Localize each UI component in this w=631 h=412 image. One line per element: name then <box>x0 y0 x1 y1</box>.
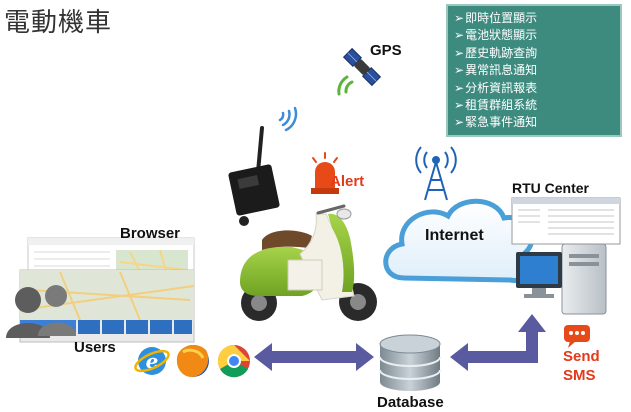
gps-label: GPS <box>370 42 402 59</box>
alert-label: Alert <box>330 173 365 190</box>
feature-item: ➢分析資訊報表 <box>454 80 538 95</box>
browser-label: Browser <box>120 225 181 242</box>
db-rtu-arrow <box>450 314 546 371</box>
feature-item: ➢異常訊息通知 <box>454 63 538 78</box>
users-label: Users <box>74 339 116 356</box>
sms-label: SMS <box>563 367 596 384</box>
page-title: 電動機車 <box>4 8 113 38</box>
database-label: Database <box>377 394 444 411</box>
cell-tower-icon <box>415 146 457 201</box>
scooter-image <box>240 204 377 321</box>
rtu-center-label: RTU Center <box>512 180 590 196</box>
browser-screenshot-front <box>19 269 195 343</box>
chrome-icon <box>217 344 250 378</box>
users-icon <box>6 285 76 338</box>
internet-explorer-icon: e <box>134 347 170 375</box>
browser-db-arrow <box>254 343 374 371</box>
send-label: Send <box>563 348 600 365</box>
feature-item: ➢歷史軌跡查詢 <box>454 45 538 60</box>
rtu-device-icon <box>228 126 280 226</box>
gps-signal-icon <box>337 75 354 96</box>
internet-label: Internet <box>425 227 484 244</box>
server-computer-icon <box>516 243 607 315</box>
alert-siren-icon <box>311 152 339 194</box>
firefox-icon <box>176 344 209 377</box>
feature-item: ➢緊急事件通知 <box>454 115 538 130</box>
gps-satellite-icon <box>342 47 382 87</box>
feature-item: ➢電池狀態顯示 <box>454 28 538 43</box>
device-wifi-icon <box>278 106 298 132</box>
database-icon <box>379 334 441 391</box>
feature-item: ➢即時位置顯示 <box>454 11 538 25</box>
feature-list: ➢即時位置顯示 ➢電池狀態顯示 ➢歷史軌跡查詢 ➢異常訊息通知 ➢分析資訊報表 … <box>454 10 614 132</box>
rtu-center-screen <box>511 197 621 245</box>
feature-item: ➢租賃群組系統 <box>454 98 538 113</box>
sms-icon <box>564 325 590 348</box>
feature-list-box: ➢即時位置顯示 ➢電池狀態顯示 ➢歷史軌跡查詢 ➢異常訊息通知 ➢分析資訊報表 … <box>446 4 622 137</box>
